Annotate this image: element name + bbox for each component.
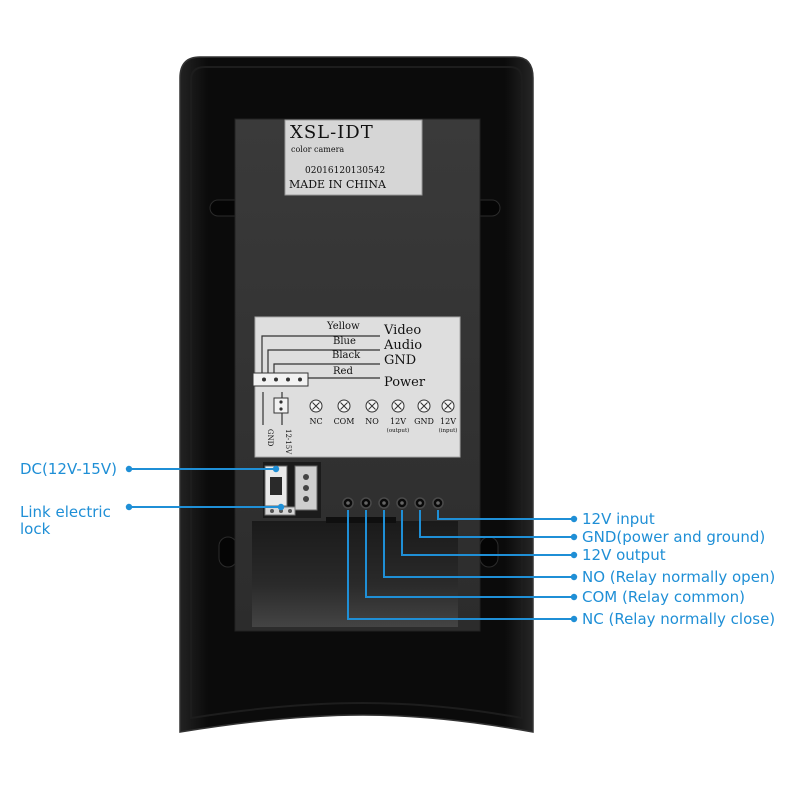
bottom-recess bbox=[252, 521, 458, 627]
callout-dot-right-0 bbox=[570, 515, 578, 523]
callout-dot-dc-end bbox=[272, 465, 280, 473]
signal-audio: Audio bbox=[383, 338, 422, 353]
callout-dot-lock-end bbox=[277, 503, 285, 511]
sticker-origin: MADE IN CHINA bbox=[289, 178, 387, 191]
callout-12v-input: 12V input bbox=[582, 510, 655, 528]
callout-gnd: GND(power and ground) bbox=[582, 528, 765, 546]
callout-dc-power: DC(12V-15V) bbox=[20, 460, 117, 478]
callout-com: COM (Relay common) bbox=[582, 588, 745, 606]
callout-no: NO (Relay normally open) bbox=[582, 568, 775, 586]
wire-red: Red bbox=[333, 366, 353, 377]
terminal-hole-pin bbox=[346, 501, 350, 505]
callout-nc: NC (Relay normally close) bbox=[582, 610, 775, 628]
signal-gnd: GND bbox=[384, 353, 416, 368]
wire-blue: Blue bbox=[333, 336, 356, 347]
mount-slot-bottom-right bbox=[479, 536, 499, 568]
terminal-hole-pin bbox=[400, 501, 404, 505]
sticker-subtitle: color camera bbox=[291, 145, 344, 154]
callout-line-right-1 bbox=[419, 510, 574, 538]
callout-dot-right-2 bbox=[570, 551, 578, 559]
terminal-holes bbox=[342, 497, 444, 509]
callout-link-lock-line1: Link electric bbox=[20, 503, 111, 521]
callout-dot-right-1 bbox=[570, 533, 578, 541]
terminal-3: 12V(output) bbox=[387, 399, 410, 434]
terminal-hole-pin bbox=[364, 501, 368, 505]
terminal-hole-pin bbox=[418, 501, 422, 505]
signal-video: Video bbox=[383, 323, 421, 338]
callout-dot-right-4 bbox=[570, 593, 578, 601]
callout-line-right-4 bbox=[365, 510, 574, 598]
callout-line-right-5 bbox=[347, 510, 574, 620]
sticker-model: XSL-IDT bbox=[290, 122, 374, 143]
terminal-label: 12V bbox=[440, 417, 456, 426]
callout-12v-output: 12V output bbox=[582, 546, 666, 564]
terminal-hole-pin bbox=[436, 501, 440, 505]
terminal-label: 12V bbox=[390, 417, 406, 426]
dc-jack-voltage: 12-15V bbox=[284, 429, 292, 455]
wiring-label: Yellow Blue Black Red Video Audio GND Po… bbox=[252, 316, 461, 458]
terminal-2: NO bbox=[365, 399, 379, 426]
terminal-5: 12V(input) bbox=[439, 399, 458, 434]
terminal-sublabel: (output) bbox=[387, 427, 410, 434]
terminal-label: GND bbox=[414, 417, 434, 426]
callout-dot-lock bbox=[125, 503, 133, 511]
terminal-label: NC bbox=[309, 417, 322, 426]
physical-connectors bbox=[263, 462, 321, 518]
product-sticker: XSL-IDT color camera 02016120130542 MADE… bbox=[284, 119, 423, 196]
callout-dot-right-5 bbox=[570, 615, 578, 623]
callout-dot-right-3 bbox=[570, 573, 578, 581]
terminal-label: NO bbox=[365, 417, 379, 426]
terminal-4: GND bbox=[414, 399, 434, 426]
callout-link-lock-line2: lock bbox=[20, 520, 51, 538]
callout-lines bbox=[125, 465, 578, 623]
wire-black: Black bbox=[332, 350, 361, 361]
wiring-connector bbox=[252, 372, 309, 387]
housing-inner-rim bbox=[190, 66, 523, 720]
wire-yellow: Yellow bbox=[326, 321, 360, 332]
dc-jack-diagram: GND 12-15V bbox=[262, 392, 292, 455]
callout-line-right-2 bbox=[401, 510, 574, 556]
sticker-serial: 02016120130542 bbox=[305, 166, 385, 176]
terminal-hole-pin bbox=[382, 501, 386, 505]
terminal-sublabel: (input) bbox=[439, 427, 458, 434]
signal-power: Power bbox=[384, 375, 426, 390]
mount-slot-bottom-left bbox=[218, 536, 238, 568]
callout-line-right-0 bbox=[437, 510, 574, 520]
dc-jack-gnd: GND bbox=[266, 429, 274, 447]
terminal-label: COM bbox=[334, 417, 355, 426]
terminal-0: NC bbox=[309, 399, 323, 426]
terminal-1: COM bbox=[334, 399, 355, 426]
callout-line-right-3 bbox=[383, 510, 574, 578]
callout-dot-dc bbox=[125, 465, 133, 473]
